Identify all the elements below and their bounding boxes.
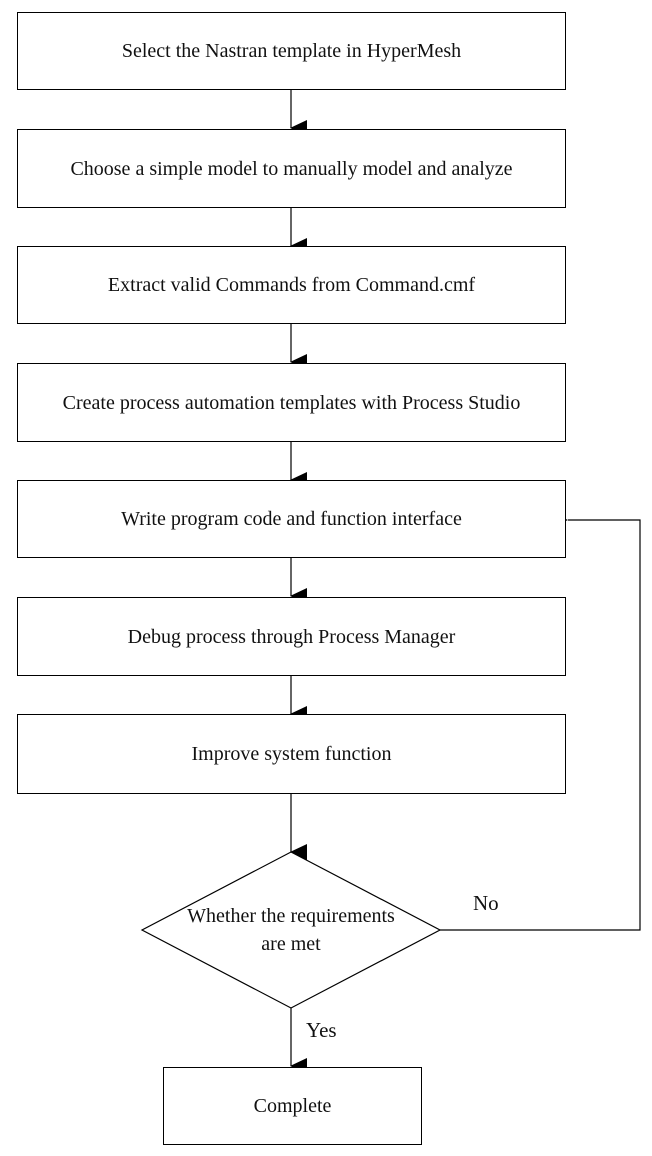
- no-loop-connector: [440, 512, 641, 931]
- no-label: No: [473, 891, 499, 915]
- step-box: Write program code and function interfac…: [17, 480, 566, 558]
- step-box: Improve system function: [17, 714, 566, 794]
- step-box: Extract valid Commands from Command.cmf: [17, 246, 566, 324]
- step-box: Choose a simple model to manually model …: [17, 129, 566, 208]
- yes-label: Yes: [306, 1018, 337, 1042]
- decision-text: Whether the requirements are met: [187, 905, 395, 955]
- step-text: Extract valid Commands from Command.cmf: [107, 274, 476, 296]
- step-text: Choose a simple model to manually model …: [70, 157, 513, 180]
- step-text: Write program code and function interfac…: [121, 508, 462, 530]
- step-text: Improve system function: [191, 743, 392, 765]
- step-text: Select the Nastran template in HyperMesh: [121, 40, 462, 62]
- step-box: Select the Nastran template in HyperMesh: [17, 12, 566, 90]
- step-box: Create process automation templates with…: [17, 363, 566, 442]
- step-box: Debug process through Process Manager: [17, 597, 566, 676]
- decision-diamond: [140, 851, 442, 1009]
- complete-text: Complete: [253, 1095, 332, 1117]
- step-text: Create process automation templates with…: [62, 391, 521, 414]
- step-text: Debug process through Process Manager: [127, 625, 456, 648]
- complete-box: Complete: [163, 1067, 422, 1145]
